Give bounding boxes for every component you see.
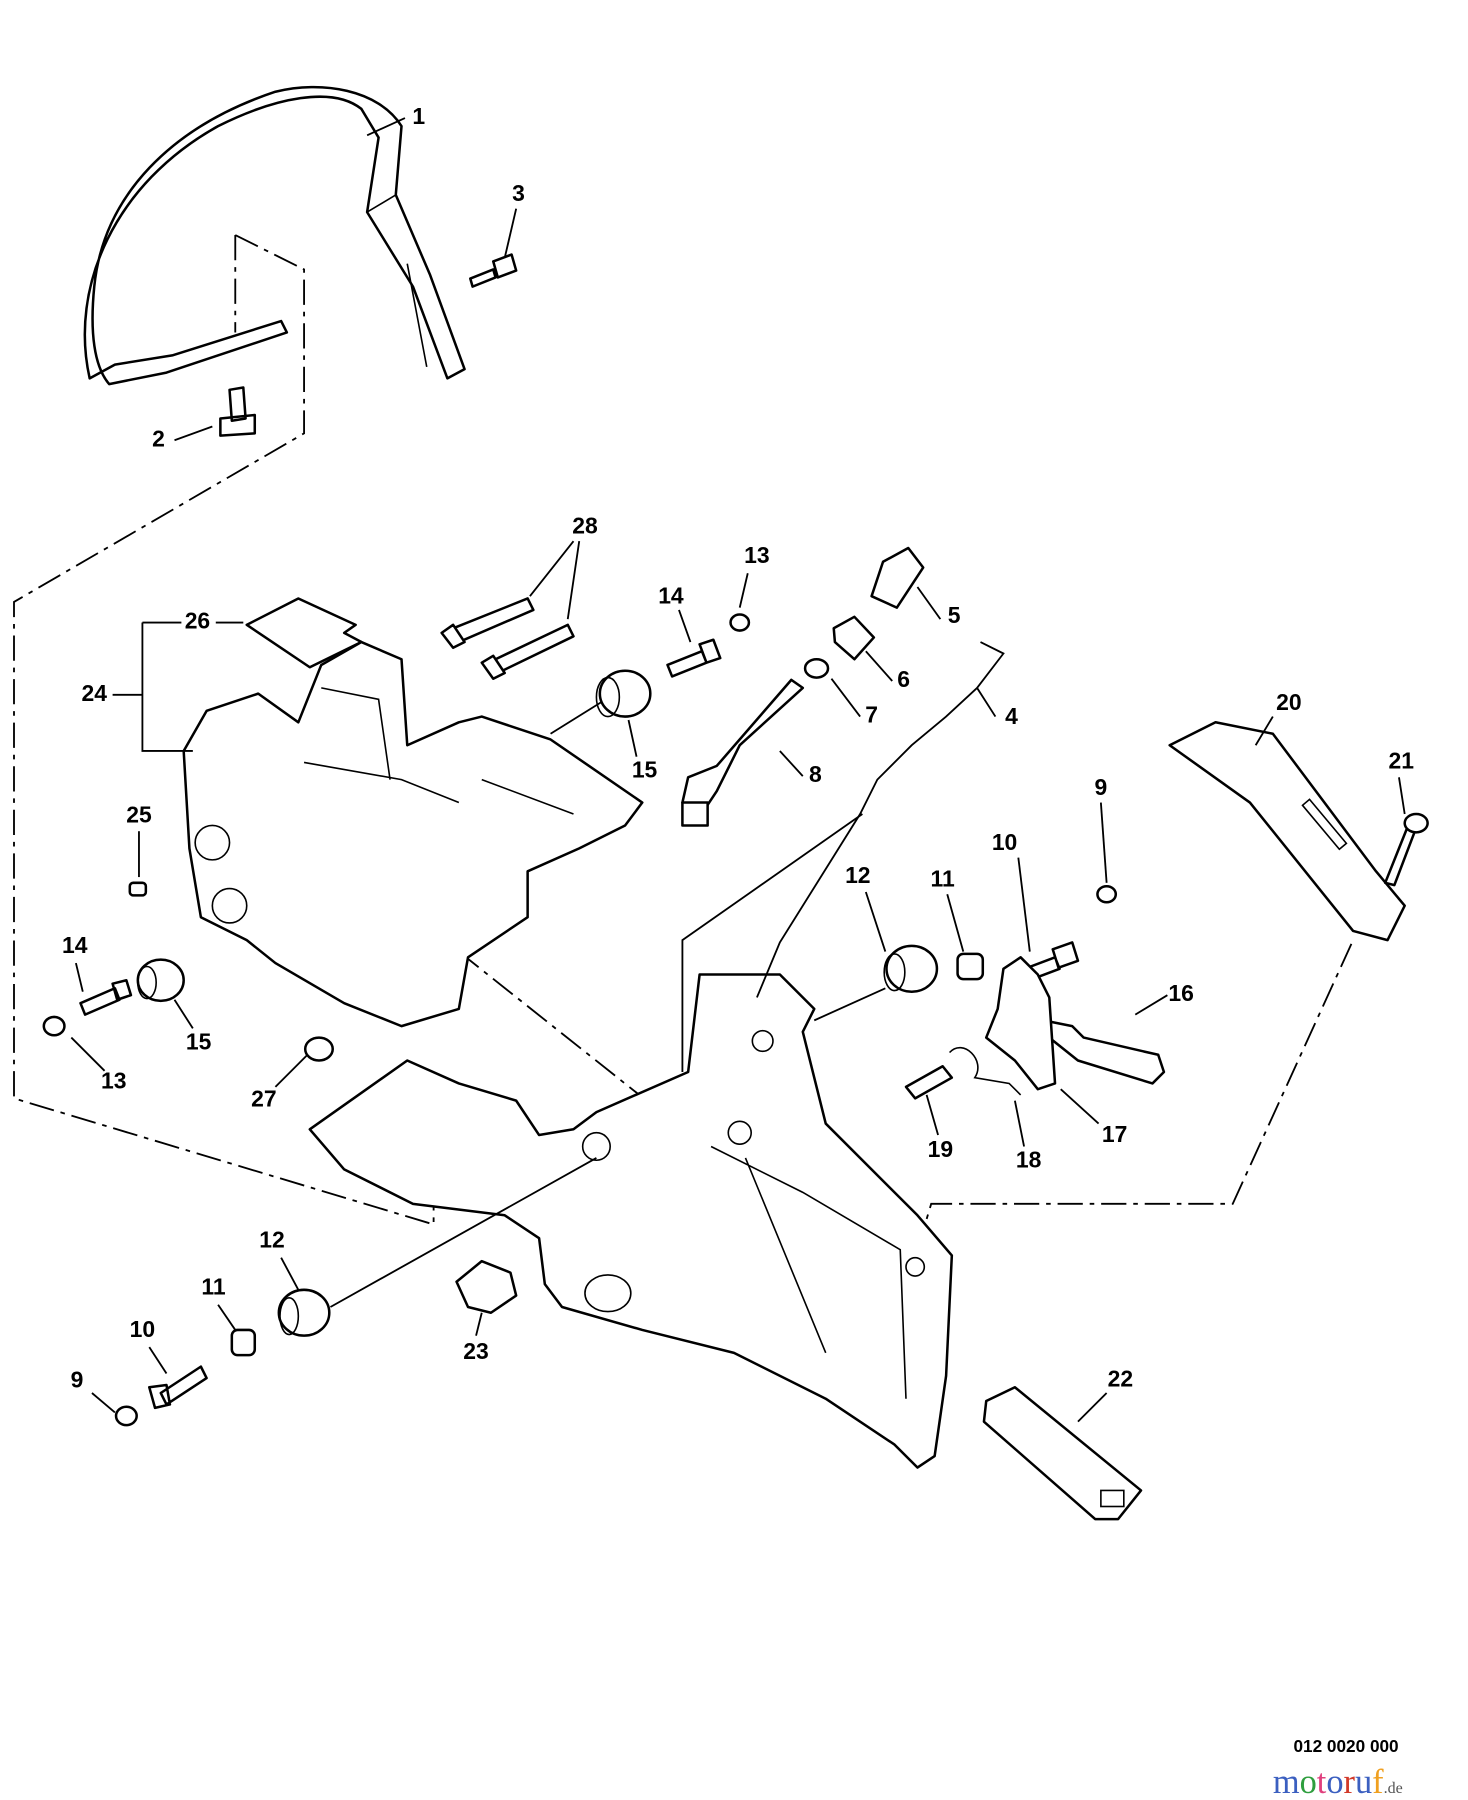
callout-1: 1 [412,103,425,129]
leader-lines [70,117,1406,1423]
callout-15-upper: 15 [632,757,658,783]
callout-19: 19 [928,1136,953,1162]
svg-text:motoruf.de: motoruf.de [1273,1763,1403,1800]
callout-8: 8 [809,761,822,787]
bolts-28 [440,597,575,680]
callout-27: 27 [251,1086,276,1112]
callout-2: 2 [152,425,165,451]
lower-parts-left [42,958,331,1427]
callout-14-lower: 14 [62,932,88,958]
callout-16: 16 [1168,980,1193,1006]
callout-26: 26 [185,608,210,634]
screw-21 [1383,812,1429,887]
callout-18: 18 [1016,1146,1042,1172]
callout-28: 28 [572,512,598,538]
callout-14-upper: 14 [658,582,684,608]
screw-2 [219,386,257,437]
callout-20: 20 [1276,689,1301,715]
bolt-14-upper [666,638,722,678]
callout-11-lower: 11 [201,1274,225,1300]
grip-22 [982,1385,1143,1521]
washer-13-upper [729,613,751,632]
diagram-code: 012 0020 000 [1293,1736,1398,1756]
callout-7: 7 [865,702,878,728]
callout-10-lower: 10 [130,1316,155,1342]
crankcase-24 [182,640,644,1028]
handle-cover-20 [1168,721,1406,942]
throttle-lever-16 [1042,1019,1166,1085]
callout-3: 3 [512,180,525,206]
front-handle-bar [83,85,466,386]
callout-12-upper: 12 [845,862,870,888]
plug-27 [303,1036,334,1062]
rear-handle-body [308,973,954,1469]
pin-19 [904,1064,954,1100]
callout-22: 22 [1108,1365,1133,1391]
callout-13-upper: 13 [744,542,769,568]
oil-cap-5 [870,546,925,609]
callout-17: 17 [1102,1121,1127,1147]
callout-6: 6 [897,666,910,692]
bushing-12-upper [883,944,939,993]
callout-24: 24 [82,680,108,706]
callout-15-lower: 15 [186,1028,212,1054]
cap-6 [832,615,876,661]
trigger-17 [984,956,1057,1091]
callout-25: 25 [126,801,152,827]
callout-labels: 1 2 3 4 5 6 7 8 9 9 10 10 11 11 12 12 13… [62,103,1414,1392]
oil-pump-23 [455,1259,518,1314]
watermark-logo: motoruf.de [1273,1763,1403,1800]
spring-18 [948,1046,1022,1096]
callout-5: 5 [948,602,961,628]
callout-11-upper: 11 [931,866,955,892]
screw-3 [469,253,518,288]
callout-21: 21 [1389,747,1415,773]
pin-25 [128,881,148,897]
callout-23: 23 [463,1338,488,1364]
oil-hose-8 [681,678,805,827]
spacer-11-upper [956,952,985,981]
bushing-15-upper [595,669,652,718]
gasket-26 [245,597,363,669]
washer-9-upper [1096,884,1118,904]
callout-10-upper: 10 [992,829,1017,855]
callout-4: 4 [1005,703,1018,729]
callout-13-lower: 13 [101,1067,126,1093]
callout-12-lower: 12 [259,1227,284,1253]
oring-7 [803,657,830,679]
callout-9-lower: 9 [71,1367,84,1393]
callout-9-upper: 9 [1095,774,1108,800]
